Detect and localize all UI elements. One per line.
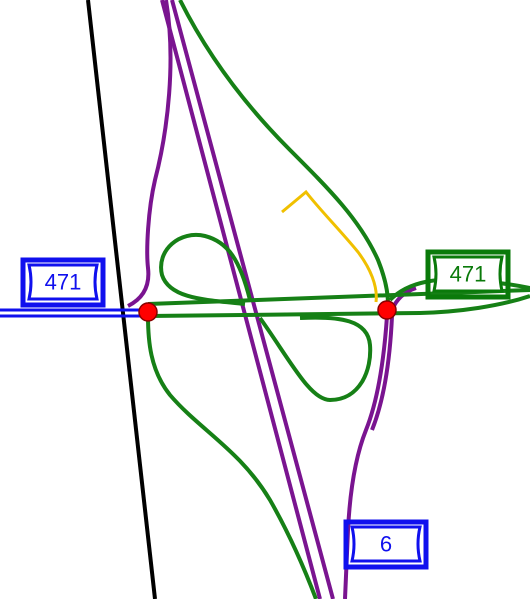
route-471-east-shield-label: 471 [450,262,487,287]
route-471-east-shield: 471 [425,249,511,300]
junction-east-marker[interactable] [377,300,397,320]
junction-west-marker[interactable] [138,302,158,322]
route-6-shield: 6 [343,519,429,570]
route-471-west-road [0,308,148,318]
yellow-ramp [281,189,378,303]
route-471-west-shield: 471 [20,257,106,308]
boundary-line [86,0,157,599]
route-471-west-shield-label: 471 [45,270,82,295]
route-471-green-roads [146,0,530,599]
route-6-shield-label: 6 [380,532,392,557]
